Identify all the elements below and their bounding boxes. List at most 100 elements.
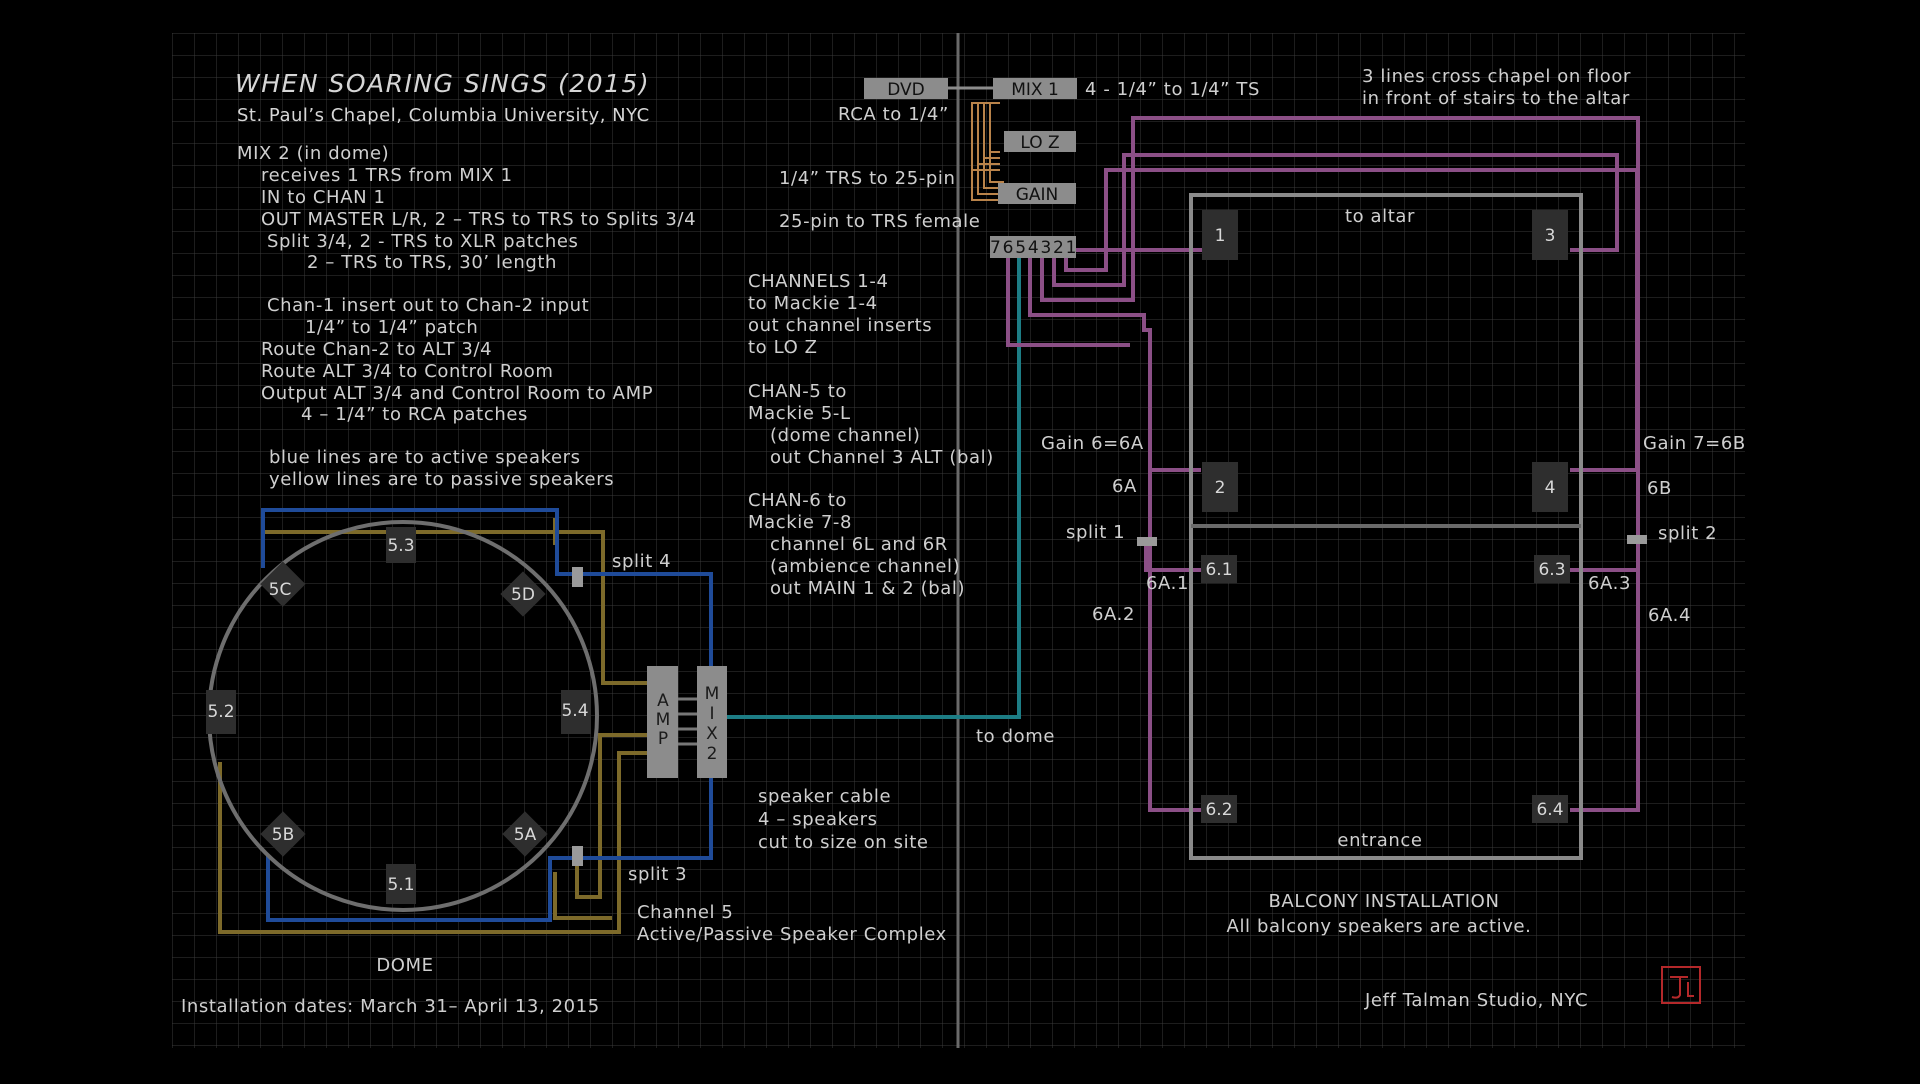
note-line: CHANNELS 1-4	[748, 271, 889, 292]
label-6a3: 6A.3	[1588, 573, 1631, 594]
studio-credit: Jeff Talman Studio, NYC	[1364, 990, 1588, 1011]
label-6b: 6B	[1647, 478, 1672, 499]
note-line: to LO Z	[748, 337, 818, 358]
gain-label: GAIN	[1016, 185, 1059, 205]
note-line: (dome channel)	[770, 425, 920, 446]
svg-text:3: 3	[1545, 226, 1556, 246]
svg-text:2: 2	[1215, 478, 1226, 498]
note-line: CHAN-5 to	[748, 381, 847, 402]
mix1-box	[993, 78, 1077, 99]
studio-logo	[1661, 966, 1701, 1004]
page-title: WHEN SOARING SINGS (2015)	[235, 69, 650, 98]
speaker-cable-note: speaker cable 4 – speakers cut to size o…	[758, 786, 929, 853]
balcony-speaker-6-1: 6.1	[1201, 555, 1237, 583]
installation-dates: Installation dates: March 31– April 13, …	[181, 996, 600, 1017]
gain7-label: Gain 7=6B	[1643, 433, 1746, 454]
pin-connector	[990, 236, 1076, 258]
split-1-connector	[1137, 537, 1157, 546]
page-subtitle: St. Paul’s Chapel, Columbia University, …	[237, 105, 650, 126]
balcony-speaker-1: 1	[1202, 210, 1238, 260]
dvd-box	[864, 78, 948, 99]
balcony-speaker-6-2: 6.2	[1201, 795, 1237, 823]
note-line: 2 – TRS to TRS, 30’ length	[307, 252, 557, 273]
split-2-connector	[1627, 535, 1647, 544]
note-line: out channel inserts	[748, 315, 932, 336]
split-3-connector	[572, 846, 583, 866]
cross-note-line: 3 lines cross chapel on floor	[1362, 66, 1631, 87]
split-4-connector	[572, 567, 583, 587]
note-line: (ambience channel)	[770, 556, 960, 577]
svg-text:5B: 5B	[272, 825, 294, 845]
balcony-speaker-6-3: 6.3	[1534, 555, 1570, 583]
note-line: receives 1 TRS from MIX 1	[261, 165, 513, 186]
balcony-speaker-2: 2	[1202, 462, 1238, 512]
pin25-label: 25-pin to TRS female	[779, 211, 980, 232]
note-line: IN to CHAN 1	[261, 187, 386, 208]
channel5-line2: Active/Passive Speaker Complex	[637, 924, 947, 945]
note-line: out Channel 3 ALT (bal)	[770, 447, 994, 468]
note-line: Route ALT 3/4 to Control Room	[261, 361, 553, 382]
balcony-caption: BALCONY INSTALLATION	[1268, 891, 1499, 912]
note-line: out MAIN 1 & 2 (bal)	[770, 578, 965, 599]
note-line: Chan-1 insert out to Chan-2 input	[267, 295, 589, 316]
dome-speaker-5-3: 5.3	[386, 527, 416, 563]
mix1-label: MIX 1	[1011, 80, 1059, 100]
note-line: OUT MASTER L/R, 2 – TRS to TRS to Splits…	[261, 209, 696, 230]
svg-text:5.4: 5.4	[561, 701, 588, 721]
signal-chain: DVD MIX 1 LO Z GAIN 7654321 RCA to 1/4” …	[779, 78, 1260, 258]
note-line: Route Chan-2 to ALT 3/4	[261, 339, 492, 360]
balcony-speaker-3: 3	[1532, 210, 1568, 260]
dvd-label: DVD	[887, 80, 925, 100]
dome-label: DOME	[376, 955, 433, 976]
split-2-label: split 2	[1658, 523, 1717, 544]
mix2-box	[697, 666, 727, 778]
svg-text:4: 4	[1545, 478, 1556, 498]
entrance-label: entrance	[1337, 830, 1422, 851]
split-1-label: split 1	[1066, 522, 1125, 543]
cross-note-line: in front of stairs to the altar	[1362, 88, 1630, 109]
note-line: channel 6L and 6R	[770, 534, 948, 555]
to-dome-label: to dome	[976, 726, 1055, 747]
split-4-label: split 4	[612, 551, 671, 572]
label-6a: 6A	[1112, 476, 1137, 497]
svg-text:5C: 5C	[269, 580, 292, 600]
svg-text:5.1: 5.1	[387, 875, 414, 895]
note-line: MIX 2 (in dome)	[237, 143, 389, 164]
svg-text:6.2: 6.2	[1205, 800, 1232, 820]
svg-text:5.3: 5.3	[387, 536, 414, 556]
balcony-caption-sub: All balcony speakers are active.	[1227, 916, 1532, 937]
note-line: Mackie 7-8	[748, 512, 852, 533]
split-3-label: split 3	[628, 864, 687, 885]
dome-speaker-5-1: 5.1	[386, 864, 416, 904]
note-line: CHAN-6 to	[748, 490, 847, 511]
channel-notes: CHANNELS 1-4 to Mackie 1-4 out channel i…	[748, 271, 994, 599]
label-6a1: 6A.1	[1146, 573, 1189, 594]
patch-cables	[971, 102, 1004, 201]
trs25-label: 1/4” TRS to 25-pin	[779, 168, 956, 189]
dome-section: split 4 split 3 5.3 5C 5D 5.2 5.4 5B	[206, 508, 947, 976]
label-6a4: 6A.4	[1648, 605, 1691, 626]
gain6-label: Gain 6=6A	[1041, 433, 1144, 454]
dome-speaker-5-4: 5.4	[561, 690, 591, 734]
note-line: yellow lines are to passive speakers	[269, 469, 614, 490]
svg-text:1: 1	[1215, 226, 1226, 246]
mix2-notes: MIX 2 (in dome) receives 1 TRS from MIX …	[237, 143, 696, 490]
svg-text:5A: 5A	[514, 825, 537, 845]
to-altar-label: to altar	[1345, 206, 1415, 227]
svg-text:6.4: 6.4	[1536, 800, 1563, 820]
loz-box	[1004, 131, 1076, 152]
svg-text:5D: 5D	[511, 585, 535, 605]
note-line: Split 3/4, 2 - TRS to XLR patches	[267, 231, 579, 252]
ts-label: 4 - 1/4” to 1/4” TS	[1085, 79, 1260, 100]
svg-text:5.2: 5.2	[207, 702, 234, 722]
note-line: Output ALT 3/4 and Control Room to AMP	[261, 383, 653, 404]
note-line: speaker cable	[758, 786, 891, 807]
note-line: cut to size on site	[758, 832, 929, 853]
active-speaker-lines	[261, 508, 713, 922]
dome-speaker-5-2: 5.2	[206, 690, 236, 734]
note-line: 1/4” to 1/4” patch	[305, 317, 478, 338]
balcony-speaker-6-4: 6.4	[1532, 795, 1568, 823]
